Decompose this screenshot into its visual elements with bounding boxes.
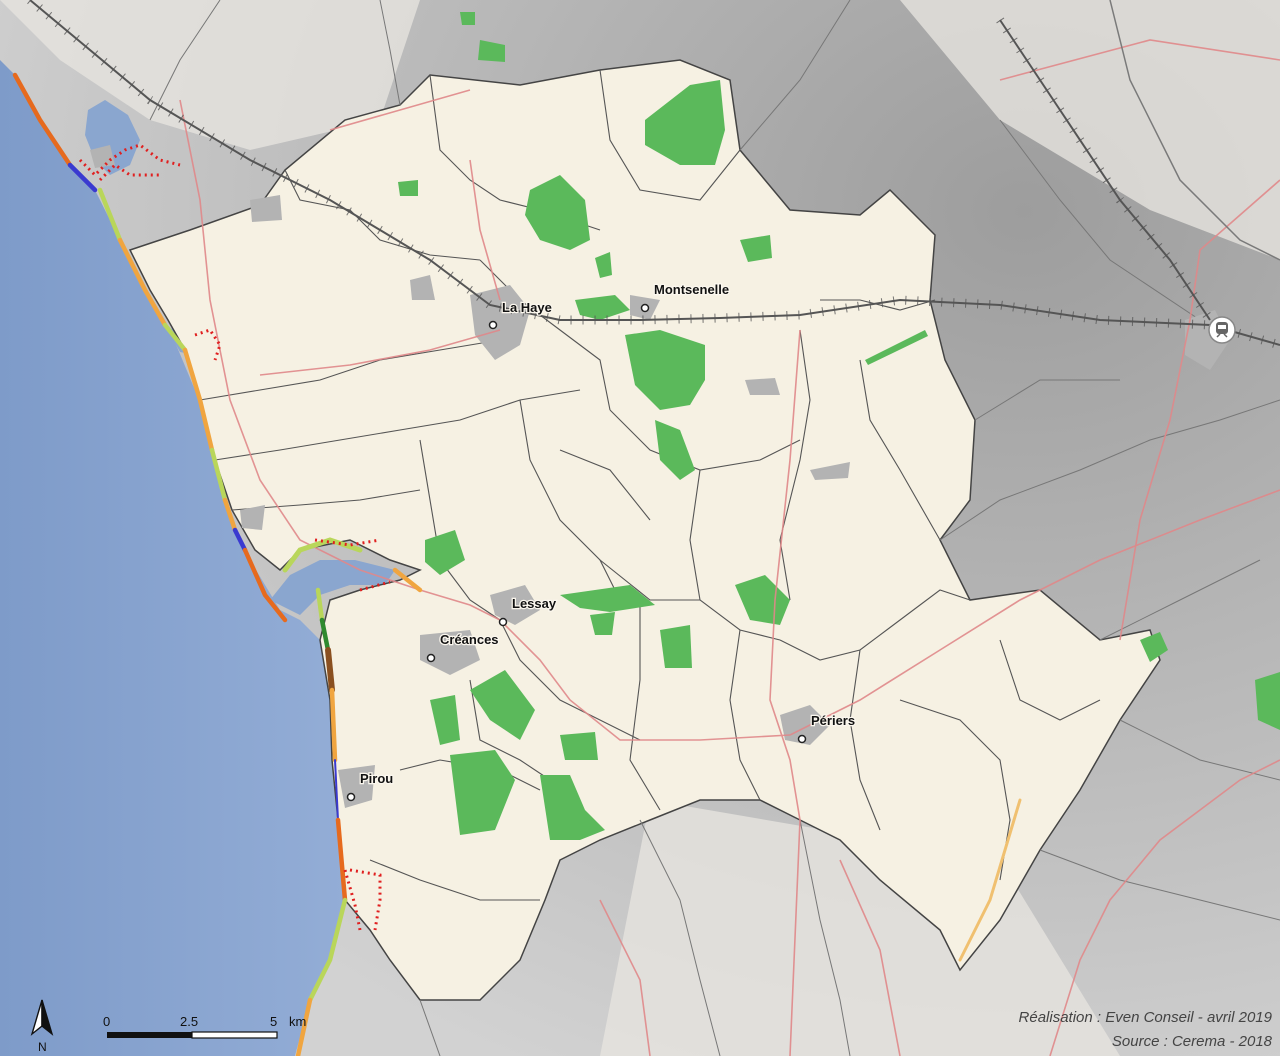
town-marker-icon bbox=[640, 303, 650, 313]
town-marker-icon bbox=[488, 320, 498, 330]
railways bbox=[27, 0, 1280, 350]
north-arrow-icon: N bbox=[30, 999, 54, 1054]
town-marker-icon bbox=[797, 734, 807, 744]
town-marker-icon bbox=[426, 653, 436, 663]
town-periers[interactable]: Périers bbox=[797, 712, 856, 744]
sea bbox=[0, 60, 345, 1056]
scale-label-end: 5 bbox=[270, 1014, 277, 1029]
forests bbox=[398, 12, 1280, 840]
commune-boundaries bbox=[199, 69, 1101, 901]
credit-source: Source : Cerema - 2018 bbox=[1111, 1033, 1272, 1050]
roads bbox=[179, 39, 1280, 1056]
havre-lessay bbox=[270, 560, 395, 615]
train-station-icon bbox=[1208, 316, 1236, 344]
coastal-works bbox=[78, 143, 391, 931]
town-label: Montsenelle bbox=[654, 282, 729, 297]
town-label: Pirou bbox=[360, 771, 393, 786]
coastline-classes bbox=[12, 72, 1022, 1056]
town-label: Lessay bbox=[512, 596, 557, 611]
credit-realisation: Réalisation : Even Conseil - avril 2019 bbox=[1018, 1009, 1272, 1026]
north-arrow-label: N bbox=[38, 1040, 47, 1054]
town-montsenelle[interactable]: Montsenelle bbox=[640, 281, 730, 313]
scale-label-0: 0 bbox=[103, 1014, 110, 1029]
scale-unit: km bbox=[289, 1014, 306, 1029]
town-la-haye[interactable]: La Haye bbox=[488, 299, 553, 330]
town-marker-icon bbox=[498, 617, 508, 627]
town-pirou[interactable]: Pirou bbox=[346, 770, 395, 802]
scale-bar: 0 2.5 5 km bbox=[103, 1014, 306, 1039]
town-label: La Haye bbox=[502, 300, 552, 315]
town-label: Périers bbox=[811, 713, 855, 728]
town-marker-icon bbox=[346, 792, 356, 802]
town-lessay[interactable]: Lessay bbox=[498, 595, 558, 627]
scale-label-mid: 2.5 bbox=[180, 1014, 198, 1029]
town-label: Créances bbox=[440, 632, 499, 647]
town-creances[interactable]: Créances bbox=[426, 631, 500, 663]
